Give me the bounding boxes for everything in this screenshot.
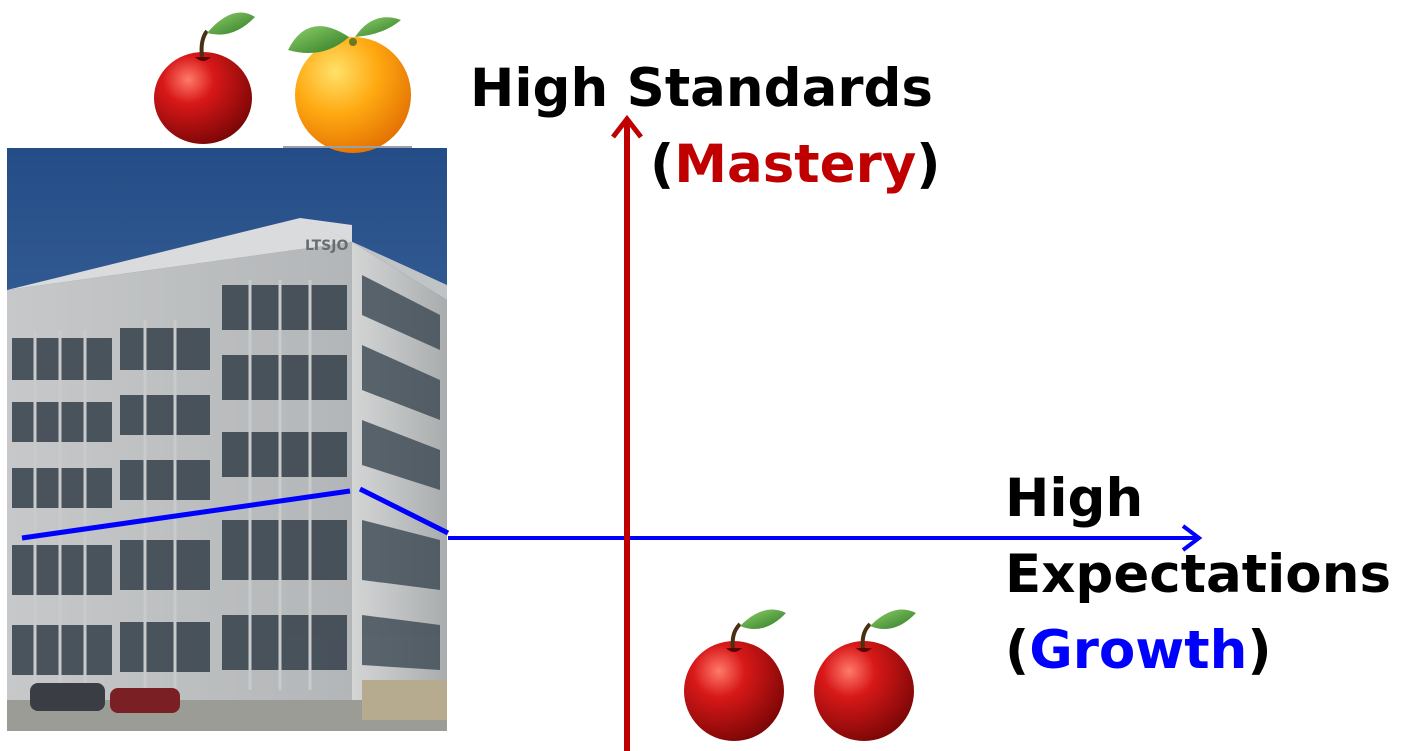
close-paren: ) — [1247, 620, 1272, 681]
vertical-axis — [611, 114, 643, 751]
apple-icon — [814, 609, 916, 741]
building-floor-line — [21, 488, 351, 541]
close-paren: ) — [916, 134, 941, 195]
horizontal-axis-title-line1: High — [1005, 468, 1144, 529]
apple-icon — [684, 609, 786, 741]
growth-keyword: Growth — [1029, 620, 1248, 681]
open-paren: ( — [1005, 620, 1030, 681]
office-building-photo: LTSJO — [7, 148, 447, 731]
mastery-keyword: Mastery — [674, 134, 917, 195]
horizontal-axis — [448, 524, 1203, 552]
apple-icon — [154, 12, 255, 144]
svg-text:LTSJO: LTSJO — [305, 238, 348, 254]
vertical-axis-subtitle: (Mastery) — [650, 138, 941, 191]
orange-icon — [288, 17, 411, 153]
open-paren: ( — [650, 134, 675, 195]
horizontal-axis-subtitle: (Growth) — [1005, 624, 1272, 677]
vertical-axis-title: High Standards — [470, 58, 933, 119]
horizontal-axis-title-line2: Expectations — [1005, 544, 1391, 605]
building-floor-line-side — [358, 486, 450, 536]
